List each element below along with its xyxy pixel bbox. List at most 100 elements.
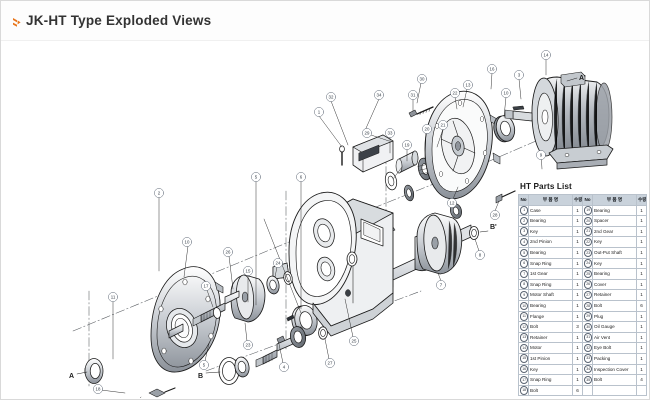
cell-name-left: Motor Shaft [528, 289, 573, 301]
svg-text:23: 23 [246, 343, 251, 348]
cell-qty-right: 1 [636, 321, 647, 333]
svg-text:5: 5 [203, 363, 206, 368]
cell-qty-left: 1 [572, 278, 583, 291]
cell-no-left: 6 [518, 257, 529, 270]
cell-qty-left: 1 [572, 310, 583, 323]
cell-qty-left: 1 [572, 268, 583, 280]
part-number-badge: 33 [584, 354, 592, 363]
cell-name-left: Key [528, 225, 573, 238]
cell-no-right: 25 [582, 268, 593, 280]
cell-qty-right: 1 [636, 236, 647, 248]
part-number-badge: 17 [520, 375, 528, 385]
cell-name-left: Case [528, 204, 573, 217]
part-number-badge: 20 [584, 216, 592, 226]
cell-name-right: 2nd Gear [592, 225, 637, 238]
part-cover [424, 90, 501, 200]
cell-name-right: Spacer [592, 215, 637, 227]
part-number-badge: 27 [584, 290, 592, 300]
cell-no-left: 4 [518, 236, 529, 248]
cell-name-right: Bolt [592, 299, 637, 312]
svg-text:18: 18 [96, 387, 101, 392]
svg-text:15: 15 [246, 269, 251, 274]
cell-qty-left: 1 [572, 374, 583, 386]
cell-no-right: 32 [582, 342, 593, 354]
exploded-diagram: A B B' A' [1, 41, 649, 398]
cell-qty-right: 1 [636, 204, 647, 217]
cell-name-right: Oil Gauge [592, 321, 637, 333]
part-number-badge: 7 [520, 269, 528, 279]
cell-qty-right: 1 [636, 257, 647, 270]
cell-name-right [592, 384, 637, 397]
cell-name-left: 1st Gear [528, 268, 573, 280]
svg-text:31: 31 [411, 93, 416, 98]
cell-no-right: 34 [582, 363, 593, 376]
cell-qty-right: 1 [636, 342, 647, 354]
svg-text:26: 26 [226, 250, 231, 255]
cell-qty-left: 6 [572, 384, 583, 397]
part-seal-ring-A [84, 358, 104, 384]
part-2nd-pinion [192, 290, 240, 327]
part-ring-25 [318, 326, 328, 340]
part-number-badge: 2 [520, 216, 528, 226]
cell-no-left: 16 [518, 363, 529, 376]
cell-name-right: Bearing [592, 204, 637, 217]
cell-qty-right: 1 [636, 289, 647, 301]
svg-text:7: 7 [440, 283, 443, 288]
svg-text:19: 19 [405, 143, 410, 148]
cell-no-left: 9 [518, 289, 529, 301]
cell-qty-left: 3 [572, 321, 583, 333]
part-key-24 [286, 314, 295, 322]
part-number-badge: 28 [584, 301, 592, 310]
part-spacer-20 [403, 184, 415, 202]
part-number-badge: 15 [520, 354, 528, 363]
part-number-badge: 18 [520, 386, 528, 395]
cell-name-left: Bearing [528, 215, 573, 227]
cell-qty-right: 1 [636, 363, 647, 376]
part-number-badge: 11 [520, 312, 528, 321]
svg-text:28: 28 [493, 213, 498, 218]
svg-text:22: 22 [453, 91, 458, 96]
header-divider [1, 40, 649, 41]
cell-name-right: Eye Bolt [592, 342, 637, 354]
part-bearing-25b [234, 356, 250, 378]
cell-qty-left: 1 [572, 363, 583, 376]
svg-text:30: 30 [420, 77, 425, 82]
cell-name-right: Bearing [592, 268, 637, 280]
part-number-badge: 21 [584, 227, 592, 236]
cell-no-left: 18 [518, 384, 529, 397]
cell-name-left: Bolt [528, 384, 573, 397]
cell-no-right: 22 [582, 236, 593, 248]
page-title: JK-HT Type Exploded Views [26, 13, 212, 28]
cell-no-left: 3 [518, 225, 529, 238]
cell-no-right: 28 [582, 299, 593, 312]
part-bolt-12 [495, 190, 516, 204]
svg-text:25: 25 [352, 339, 357, 344]
cell-name-left: 2nd Pinion [528, 236, 573, 248]
cell-name-right: Air Vent [592, 331, 637, 344]
cell-qty-left: 1 [572, 342, 583, 354]
part-number-badge: 4 [520, 237, 528, 247]
page-header: JK-HT Type Exploded Views [1, 1, 649, 41]
part-key-motor [512, 105, 525, 111]
cell-no-right: 31 [582, 331, 593, 344]
cell-name-left: Motor [528, 342, 573, 354]
part-flange [150, 266, 224, 373]
cell-no-left: 15 [518, 352, 529, 365]
svg-text:17: 17 [204, 284, 209, 289]
cell-qty-right [636, 384, 647, 397]
part-number-badge: 19 [584, 206, 592, 215]
cell-name-left: Retainer [528, 331, 573, 344]
cell-qty-left: 1 [572, 289, 583, 301]
cell-qty-right: 1 [636, 246, 647, 259]
part-ring-Bprime [469, 226, 479, 240]
part-number-badge: 25 [584, 269, 592, 279]
cell-name-right: Inspection Cover [592, 363, 637, 376]
cell-no-right: 24 [582, 257, 593, 270]
cell-no-left: 5 [518, 246, 529, 259]
